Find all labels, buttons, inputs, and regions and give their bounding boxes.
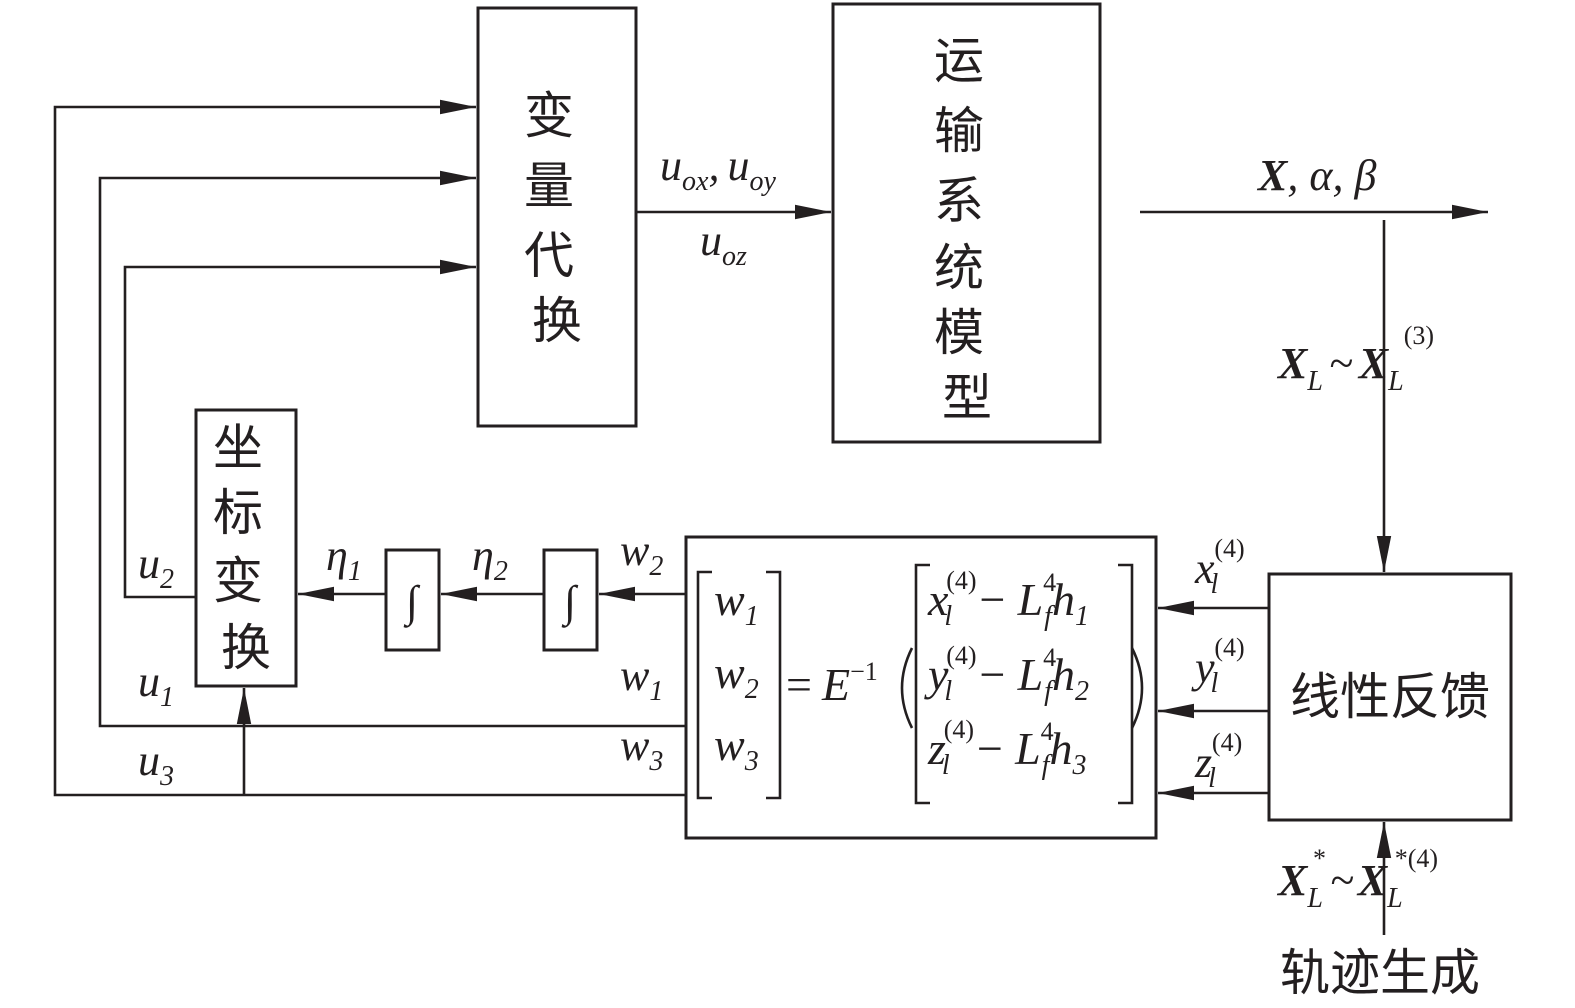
eq-left-bracket [914,563,930,805]
label-w2: w2 [620,526,663,582]
label-eta1: η1 [326,531,362,587]
transport-system-model-label: 运 输 系 统 模 型 [934,32,1000,427]
linear-feedback-block: 线性反馈 [1267,572,1513,822]
label-w1: w1 [620,651,663,707]
integrator-2-symbol: ∫ [561,577,579,628]
label-y4: yl(4) [1191,633,1245,699]
w-vector-right-bracket [766,570,782,800]
variable-substitution-block: 变 量 代 换 [476,6,638,428]
label-u3: u3 [138,736,174,792]
integrator-1-symbol: ∫ [403,577,421,628]
label-u-ox-u-oy: uox,uoy [660,141,776,197]
integrator-2-block: ∫ [542,548,599,652]
eq-right-bracket [1118,563,1134,805]
decoupling-equation-block [684,535,1158,840]
eq-w1: w1 [714,574,759,632]
label-u-oz: uoz [700,216,747,272]
linear-feedback-label: 线性反馈 [1290,668,1490,726]
label-eta2: η2 [472,531,508,587]
label-x4: xl(4) [1194,534,1245,600]
eq-w2: w2 [714,647,759,705]
eq-left-paren [900,647,914,729]
label-output: X, α, β [1256,151,1376,200]
wire-u3 [53,99,686,797]
trajectory-generation-label: 轨迹生成 [1280,944,1480,1002]
eq-right-paren [1130,647,1144,729]
integrator-1-block: ∫ [384,548,441,652]
eq-E-inverse: E−1 [821,657,878,710]
eq-equals: = [786,659,812,710]
label-reference-trajectory: XL*~XL*(4) [1276,844,1438,914]
wire-u1 [98,170,686,728]
transport-system-model-block: 运 输 系 统 模 型 [831,2,1102,444]
label-state-derivatives: XL~XL(3) [1276,321,1434,397]
label-z4: zl(4) [1194,728,1242,794]
variable-substitution-label: 变 量 代 换 [524,87,590,350]
w-vector-left-bracket [696,570,712,800]
eq-w3: w3 [714,719,759,777]
coordinate-transform-block: 坐 标 变 换 [194,408,298,688]
label-u2: u2 [138,539,174,595]
wire-u2 [123,259,476,599]
label-u1: u1 [138,657,174,713]
label-w3: w3 [620,721,663,777]
coordinate-transform-label: 坐 标 变 换 [213,419,279,677]
signal-wires [53,99,1488,935]
